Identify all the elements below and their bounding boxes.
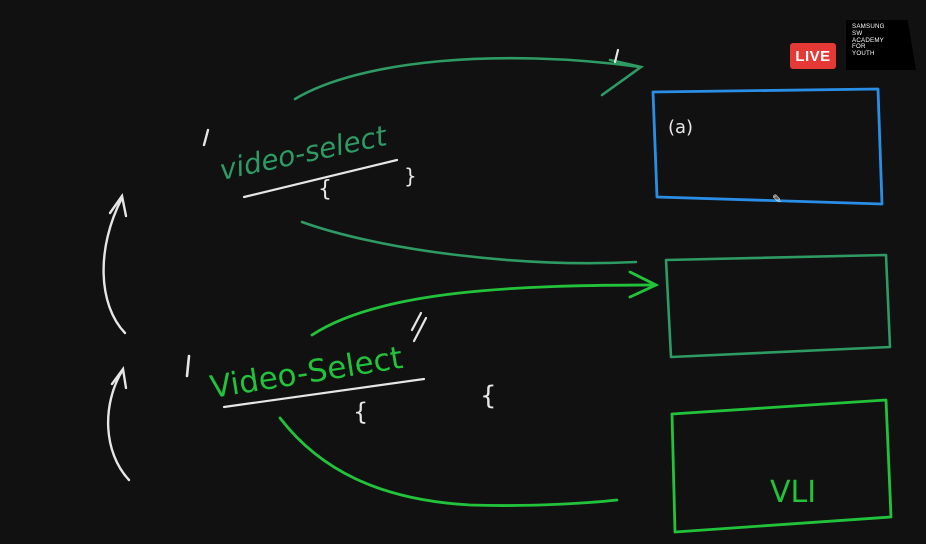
- box-top-mark: (a): [668, 117, 693, 138]
- underline-bottom: [222, 377, 426, 409]
- line-to-bottom-box: [278, 416, 619, 507]
- underline-top: [242, 158, 399, 199]
- logo-line: ACADEMY: [852, 36, 884, 44]
- tick-above-arrow-head: [613, 48, 620, 64]
- box-top-blue: [651, 87, 884, 206]
- arrow-to-blue-box: [293, 56, 645, 101]
- box-middle-green: [664, 253, 892, 359]
- tick-mark-top: [202, 128, 210, 147]
- brace-open-bottom-right: {: [480, 381, 497, 411]
- samsung-academy-logo: SAMSUNG SW ACADEMY FOR YOUTH: [846, 20, 916, 70]
- logo-line: SAMSUNG: [852, 23, 885, 30]
- tick-mark-bottom: [185, 354, 191, 378]
- logo-line: SW: [852, 29, 863, 37]
- up-arrow-upper: [102, 193, 128, 335]
- pen-cursor-icon: ✎: [772, 192, 782, 206]
- brace-open-top: {: [318, 177, 332, 202]
- logo-line: FOR: [852, 43, 866, 51]
- up-arrow-lower: [107, 365, 131, 482]
- box-bottom-green: [670, 398, 893, 534]
- double-tick-marks: [410, 311, 428, 343]
- label-video-select-top: video-select: [217, 119, 391, 187]
- brace-open-bottom: {: [353, 398, 368, 426]
- line-to-middle-box: [300, 220, 638, 265]
- box-bottom-label: VLI: [770, 475, 816, 510]
- live-badge: LIVE: [790, 43, 836, 69]
- arrow-to-middle-box: [310, 270, 660, 337]
- brace-close-top: }: [404, 164, 417, 188]
- logo-line: YOUTH: [852, 50, 875, 58]
